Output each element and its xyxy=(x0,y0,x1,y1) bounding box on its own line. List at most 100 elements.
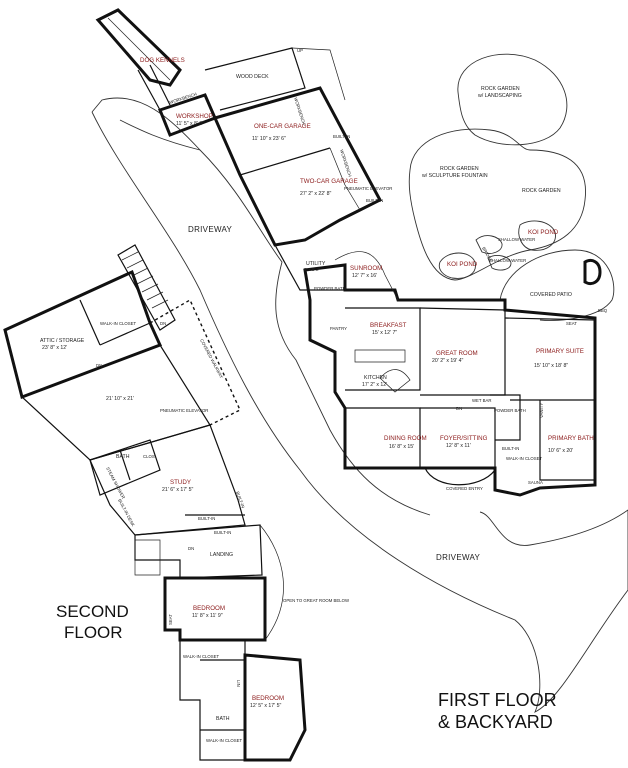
shallow-water-1-label: SHALLOW WATER xyxy=(498,237,535,242)
rock-garden-2-line1: ROCK GARDEN xyxy=(440,166,479,172)
wood-deck xyxy=(204,47,346,111)
attic-storage-label: ATTIC / STORAGE xyxy=(40,338,85,344)
walkin-closet-first-label: WALK-IN CLOSET xyxy=(506,456,543,461)
covered-walkway-label: COVERED WALKWAY xyxy=(199,338,224,379)
rock-garden-fountain xyxy=(408,128,586,281)
walkin-closet-top-label: WALK-IN CLOSET xyxy=(100,321,137,326)
rock-garden-1-line2: w/ LANDSCAPING xyxy=(478,93,522,99)
utility-name: UTILITY xyxy=(306,261,326,267)
shallow-water-2-label: SHALLOW WATER xyxy=(489,258,526,263)
koi-pond-1-label: KOI POND xyxy=(528,229,559,236)
utility-dim: 9' x 8' 2" xyxy=(304,267,321,272)
primary-bath-dim: 10' 6" x 20' xyxy=(548,448,573,454)
bbq-label: BBQ xyxy=(598,308,608,313)
rock-garden-1-line1: ROCK GARDEN xyxy=(481,86,520,92)
main-house xyxy=(303,251,597,497)
dn-first-label: DN xyxy=(456,406,462,411)
pantry-label: PANTRY xyxy=(330,326,347,331)
one-car-garage-dim: 11' 10" x 23' 6" xyxy=(252,136,286,142)
two-car-garage-name: TWO-CAR GARAGE xyxy=(300,178,358,185)
driveway-labels: DRIVEWAY DRIVEWAY xyxy=(188,225,481,562)
sunroom-dim: 12' 7" x 16' xyxy=(352,273,377,279)
workshop-dim: 11' 5" x 8' 8" xyxy=(176,121,204,127)
landing-label: LANDING xyxy=(210,552,233,558)
floor-titles: SECOND FLOOR FIRST FLOOR & BACKYARD xyxy=(56,602,557,732)
built-in-garage-label: BUILT-IN xyxy=(333,134,350,139)
rock-garden-3-label: ROCK GARDEN xyxy=(522,188,561,194)
builtin-desk-label: BUILT-IN DESK xyxy=(117,498,136,527)
driveway-label-bottom: DRIVEWAY xyxy=(436,553,481,562)
study-dim: 21' 6" x 17' 5" xyxy=(162,487,193,493)
bridge-label: BRIDGE xyxy=(481,246,494,263)
rock-garden-landscaping xyxy=(457,53,568,146)
steam-shower-label: STEAM SHOWER xyxy=(105,466,126,500)
dn-top-label: DN xyxy=(160,321,166,326)
workbench2-label: WORKBENCH xyxy=(293,97,307,126)
builtin-mid1-label: BUILT-IN xyxy=(198,516,215,521)
wood-deck-label: WOOD DECK xyxy=(236,74,269,80)
bedroom1-dim: 11' 8" x 11' 9" xyxy=(192,613,223,619)
pneumatic-elevator-label: PNEUMATIC ELEVATOR xyxy=(344,186,392,191)
seat-first-label: SEAT xyxy=(566,321,577,326)
second-floor-labels: ATTIC / STORAGE 23' 8" x 12' WALK-IN CLO… xyxy=(40,321,350,743)
sauna-label: SAUNA xyxy=(528,480,543,485)
rock-garden-2-line2: w/ SCULPTURE FOUNTAIN xyxy=(422,173,488,179)
workbench3-label: WORKBENCH xyxy=(339,149,353,178)
bedroom2-dim: 12' 5" x 17' 5" xyxy=(250,703,281,709)
foyer-name: FOYER/SITTING xyxy=(440,435,488,442)
attic-storage-dim: 23' 8" x 12' xyxy=(42,345,67,351)
powder-bath-label: POWDER BATH xyxy=(314,286,346,291)
open-to-label: OPEN TO GREAT ROOM BELOW xyxy=(283,598,350,603)
builtin-right-label: BUILT-IN xyxy=(235,491,246,509)
builtin-mid2-label: BUILT-IN xyxy=(214,530,231,535)
foyer-dim: 12' 8" x 11' xyxy=(446,443,471,449)
dn-landing-label: DN xyxy=(188,546,194,551)
primary-suite-dim: 15' 10" x 18' 8" xyxy=(534,363,568,369)
kitchen-dim: 17' 2" x 12' xyxy=(362,382,387,388)
elevator-label: PNEUMATIC ELEVATOR xyxy=(160,408,208,413)
bedroom2-name: BEDROOM xyxy=(252,695,284,702)
built-in-foyer-label: BUILT-IN xyxy=(502,446,519,451)
vanity-label: VANITY xyxy=(539,403,544,418)
bath2-label: BATH xyxy=(216,716,230,722)
breakfast-dim: 15' x 12' 7" xyxy=(372,330,397,336)
first-floor-title-line2: & BACKYARD xyxy=(438,712,553,732)
backyard-labels: ROCK GARDEN w/ LANDSCAPING ROCK GARDEN w… xyxy=(422,86,561,268)
second-floor-title-line2: FLOOR xyxy=(64,623,123,642)
lin-label: LIN xyxy=(236,680,241,687)
two-car-garage-dim: 27' 2" x 22' 8" xyxy=(300,191,331,197)
first-floor-title-line1: FIRST FLOOR xyxy=(438,690,557,710)
bedroom1-name: BEDROOM xyxy=(193,605,225,612)
dog-kennels-label: DOG KENNELS xyxy=(140,57,185,64)
dining-room-name: DINING ROOM xyxy=(384,435,427,442)
kitchen-name: KITCHEN xyxy=(364,375,387,381)
clos-label: CLOS xyxy=(143,454,155,459)
up-label: UP xyxy=(297,48,303,53)
garage-block xyxy=(212,86,383,291)
covered-entry-label: COVERED ENTRY xyxy=(446,486,483,491)
workshop-name: WORKSHOP xyxy=(176,113,213,120)
walkin-closet-bottom-label: WALK-IN CLOSET xyxy=(206,738,243,743)
covered-patio-label: COVERED PATIO xyxy=(530,292,572,298)
breakfast-name: BREAKFAST xyxy=(370,322,407,329)
bath-label: BATH xyxy=(116,454,130,460)
powder-bath2-label: POWDER BATH xyxy=(494,408,526,413)
sunroom-name: SUNROOM xyxy=(350,265,382,272)
built-in-garage2-label: BUILT-IN xyxy=(366,198,383,203)
study-name: STUDY xyxy=(170,479,191,486)
main-room-dim: 21' 10" x 21' xyxy=(106,396,134,402)
walkin-closet-mid-label: WALK-IN CLOSET xyxy=(183,654,220,659)
dining-room-dim: 16' 8" x 15' xyxy=(389,444,414,450)
wet-bar-label: WET BAR xyxy=(472,398,492,403)
great-room-name: GREAT ROOM xyxy=(436,350,478,357)
second-floor xyxy=(3,244,307,762)
dog-kennels xyxy=(95,8,182,87)
driveway-outline xyxy=(91,97,628,713)
primary-suite-name: PRIMARY SUITE xyxy=(536,348,584,355)
driveway-label-top: DRIVEWAY xyxy=(188,225,233,234)
koi-pond-area xyxy=(438,220,556,279)
great-room-dim: 20' 2" x 19' 4" xyxy=(432,358,463,364)
seat-label: SEAT xyxy=(168,614,173,625)
primary-bath-name: PRIMARY BATH xyxy=(548,435,594,442)
